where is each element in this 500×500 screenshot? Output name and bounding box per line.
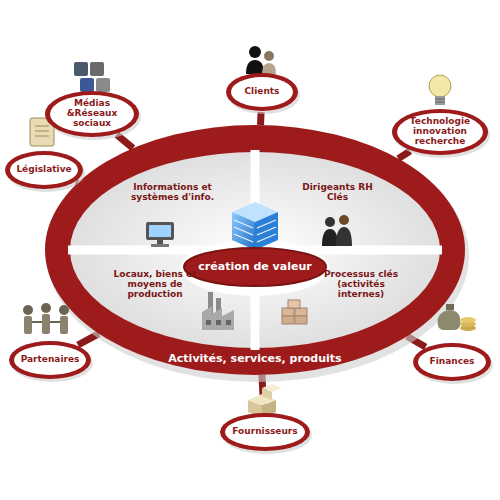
- satellite-circle: Finances: [412, 342, 492, 382]
- satellite-rim: [45, 91, 139, 137]
- satellite-face: [10, 155, 78, 185]
- node-label: Médias &Réseaux sociaux: [55, 99, 129, 129]
- computer-icon: [146, 222, 174, 247]
- activity-ring: Activités, services, produits création de…: [45, 125, 465, 375]
- satellite-face: [50, 95, 134, 133]
- satellite-circle: Partenaires: [8, 340, 92, 380]
- node-label: Processus clés (activités internes): [317, 270, 405, 300]
- satellite-rim: [392, 109, 488, 155]
- building-icon: [232, 202, 278, 250]
- satellite-face: [14, 345, 86, 375]
- satellite-face: [225, 417, 305, 447]
- spoke-connector: [398, 151, 410, 159]
- partners-icon: [23, 303, 69, 334]
- satellite-face: [231, 77, 293, 107]
- satellite-rim: [226, 73, 298, 111]
- spoke-connector: [117, 135, 133, 149]
- wheel: [45, 125, 469, 382]
- executives-icon: [322, 215, 352, 246]
- satellite-rim: [5, 151, 83, 189]
- satellite-circle: Législative: [4, 150, 84, 190]
- node-label: Partenaires: [21, 355, 80, 365]
- node-label: Fournisseurs: [232, 427, 297, 437]
- ring-sector: Processus clés (activités internes): [317, 270, 405, 300]
- ring-sector: Locaux, biens et moyens de production: [110, 270, 200, 300]
- satellite-circle: Technologie innovation recherche: [391, 108, 489, 156]
- satellite-circle: Fournisseurs: [219, 412, 311, 452]
- boxes-icon: [248, 384, 282, 418]
- satellite-rim: [413, 343, 491, 381]
- satellite-rim: [9, 341, 91, 379]
- node-label: Technologie innovation recherche: [402, 117, 478, 147]
- satellite-rim: [220, 413, 310, 451]
- lightbulb-icon: [429, 75, 451, 105]
- node-label: Informations et systèmes d'info.: [130, 183, 215, 203]
- satellite-face: [418, 347, 486, 377]
- satellite-circle: Clients: [225, 72, 299, 112]
- clients-icon: [246, 46, 276, 74]
- satellite-face: [397, 113, 483, 151]
- node-label: Clients: [245, 87, 280, 97]
- ring-sector: Informations et systèmes d'info.: [130, 183, 215, 203]
- social-media-icon: [74, 62, 110, 92]
- money-icon: [438, 304, 476, 331]
- node-label: Finances: [430, 357, 475, 367]
- satellite-circle: Médias &Réseaux sociaux: [44, 90, 140, 138]
- hub-ellipse: [184, 248, 326, 286]
- value-hub: création de valeur: [183, 247, 327, 287]
- node-label: création de valeur: [198, 261, 311, 273]
- node-label: Législative: [16, 165, 71, 175]
- bricks-icon: [282, 300, 307, 324]
- factory-icon: [202, 292, 234, 330]
- ring-sector: Dirigeants RH Clés: [295, 183, 380, 203]
- node-label: Activités, services, produits: [45, 353, 465, 365]
- node-label: Locaux, biens et moyens de production: [110, 270, 200, 300]
- node-label: Dirigeants RH Clés: [295, 183, 380, 203]
